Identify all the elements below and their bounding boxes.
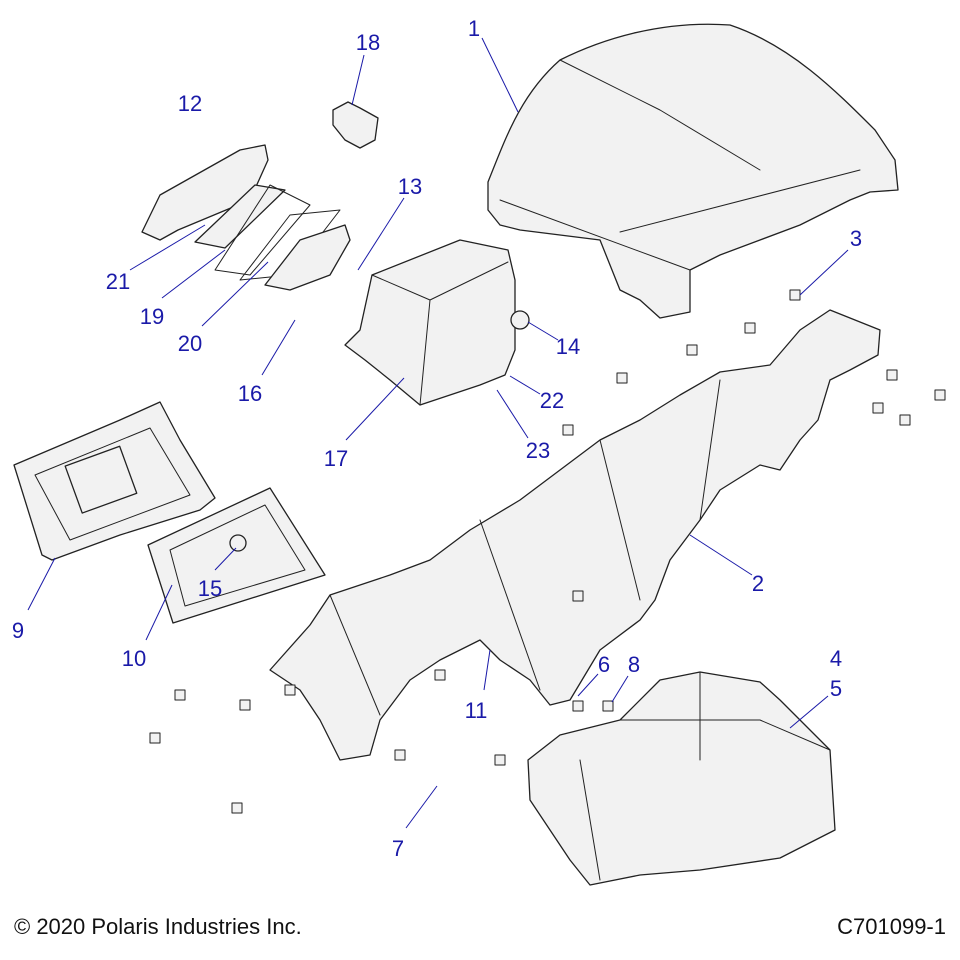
fastener-clip	[602, 700, 614, 712]
leader-line-15	[214, 547, 237, 571]
callout-15: 15	[198, 576, 222, 601]
part-14-plug	[510, 310, 530, 330]
leader-line-18	[351, 54, 365, 106]
fastener-clip	[886, 369, 898, 381]
part-panel-20	[264, 224, 351, 291]
part-storage-bin	[527, 671, 836, 886]
leader-line-7	[405, 785, 438, 829]
callout-22: 22	[540, 388, 564, 413]
part-glove-box-door-inner	[34, 427, 191, 541]
fastener-clip	[744, 322, 756, 334]
callout-10: 10	[122, 646, 146, 671]
leader-line-20	[201, 261, 269, 327]
callout-4: 4	[830, 646, 842, 671]
callout-5: 5	[830, 676, 842, 701]
fastener-clip	[616, 372, 628, 384]
callout-1: 1	[468, 16, 480, 41]
leader-line-5	[789, 695, 829, 729]
part-gasket-19	[214, 184, 311, 276]
fastener-clip	[572, 590, 584, 602]
copyright-notice: © 2020 Polaris Industries Inc.	[14, 914, 302, 939]
callout-13: 13	[398, 174, 422, 199]
fastener-clip	[149, 732, 161, 744]
leader-line-13	[357, 197, 405, 271]
callout-23: 23	[526, 438, 550, 463]
leader-line-9	[27, 557, 56, 611]
part-dash-main-panel-crease	[329, 379, 721, 716]
fastener-clip	[686, 344, 698, 356]
part-instrument-cluster	[344, 239, 516, 406]
part-dash-upper-cover-crease	[499, 59, 861, 271]
callout-2: 2	[752, 571, 764, 596]
callout-16: 16	[238, 381, 262, 406]
leader-line-6	[577, 673, 599, 697]
callout-20: 20	[178, 331, 202, 356]
callout-3: 3	[850, 226, 862, 251]
part-panel-19	[194, 184, 286, 249]
leader-line-21	[129, 224, 206, 271]
fastener-clip	[872, 402, 884, 414]
part-panel-21	[141, 144, 269, 241]
leader-line-14	[527, 321, 559, 341]
callout-12: 12	[178, 91, 202, 116]
callout-11: 11	[465, 698, 488, 723]
callout-9: 9	[12, 618, 24, 643]
part-storage-bin-rim	[579, 671, 831, 881]
part-dash-upper-cover	[487, 23, 899, 319]
callout-14: 14	[556, 334, 580, 359]
fastener-clip	[239, 699, 251, 711]
part-15-lock	[229, 534, 247, 552]
leader-line-1	[481, 37, 519, 113]
leader-line-3	[799, 249, 849, 296]
leader-line-22	[509, 375, 541, 395]
leader-line-2	[689, 534, 753, 576]
callout-7: 7	[392, 836, 404, 861]
leader-line-17	[345, 377, 405, 441]
fastener-clip	[789, 289, 801, 301]
part-door-frame-opening	[169, 504, 306, 607]
fastener-group	[149, 289, 946, 814]
callout-17: 17	[324, 446, 348, 471]
callout-6: 6	[598, 652, 610, 677]
fastener-clip	[494, 754, 506, 766]
callout-21: 21	[106, 269, 130, 294]
part-18-clip	[332, 101, 379, 149]
leader-line-11	[483, 649, 491, 691]
fastener-clip	[434, 669, 446, 681]
fastener-clip	[231, 802, 243, 814]
leader-line-10	[145, 584, 173, 641]
leader-line-16	[261, 319, 296, 376]
fastener-clip	[562, 424, 574, 436]
fastener-clip	[174, 689, 186, 701]
part-glove-box-latch-plate	[64, 445, 138, 514]
fastener-clip	[934, 389, 946, 401]
callout-18: 18	[356, 30, 380, 55]
callout-8: 8	[628, 652, 640, 677]
leader-line-8	[611, 675, 629, 703]
part-instrument-cluster-top	[371, 261, 509, 406]
part-door-frame	[147, 487, 326, 624]
fastener-clip	[284, 684, 296, 696]
fastener-clip	[572, 700, 584, 712]
leader-line-23	[496, 389, 529, 439]
part-dash-main-panel	[269, 309, 881, 761]
fastener-clip	[394, 749, 406, 761]
leader-line-19	[161, 249, 226, 299]
fastener-clip	[899, 414, 911, 426]
callout-19: 19	[140, 304, 164, 329]
diagram-code: C701099-1	[837, 914, 946, 939]
